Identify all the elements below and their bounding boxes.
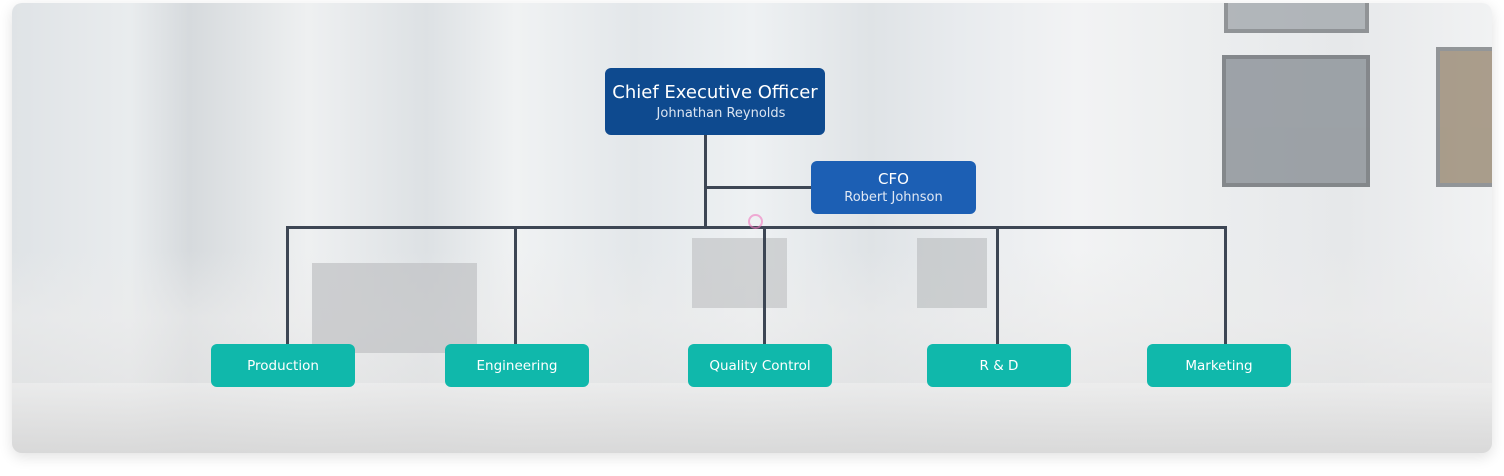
cfo-name: Robert Johnson xyxy=(844,189,943,205)
background-painting xyxy=(1224,3,1369,33)
background-window-panel xyxy=(917,238,987,308)
background-desk xyxy=(12,383,1492,453)
dept-engineering[interactable]: Engineering xyxy=(445,344,589,387)
dept-production[interactable]: Production xyxy=(211,344,355,387)
background-painting xyxy=(1436,47,1492,187)
connector-ceo-vertical xyxy=(704,135,707,228)
dept-rnd[interactable]: R & D xyxy=(927,344,1071,387)
dept-quality-control[interactable]: Quality Control xyxy=(688,344,832,387)
connector-ceo-cfo xyxy=(706,186,811,189)
ceo-title: Chief Executive Officer xyxy=(612,81,818,103)
background-window-panel xyxy=(312,263,477,353)
ceo-node[interactable]: Chief Executive Officer Johnathan Reynol… xyxy=(605,68,825,135)
connector-rnd xyxy=(996,226,999,344)
cfo-node[interactable]: CFO Robert Johnson xyxy=(811,161,976,214)
connector-production xyxy=(286,226,289,344)
connector-engineering xyxy=(514,226,517,344)
background-window-panel xyxy=(692,238,787,308)
cursor-indicator-icon xyxy=(748,214,763,229)
cfo-title: CFO xyxy=(878,169,909,188)
dept-marketing[interactable]: Marketing xyxy=(1147,344,1291,387)
background-painting xyxy=(1222,55,1370,187)
ceo-name: Johnathan Reynolds xyxy=(656,105,786,121)
connector-marketing xyxy=(1224,226,1227,344)
connector-quality-control xyxy=(763,226,766,344)
